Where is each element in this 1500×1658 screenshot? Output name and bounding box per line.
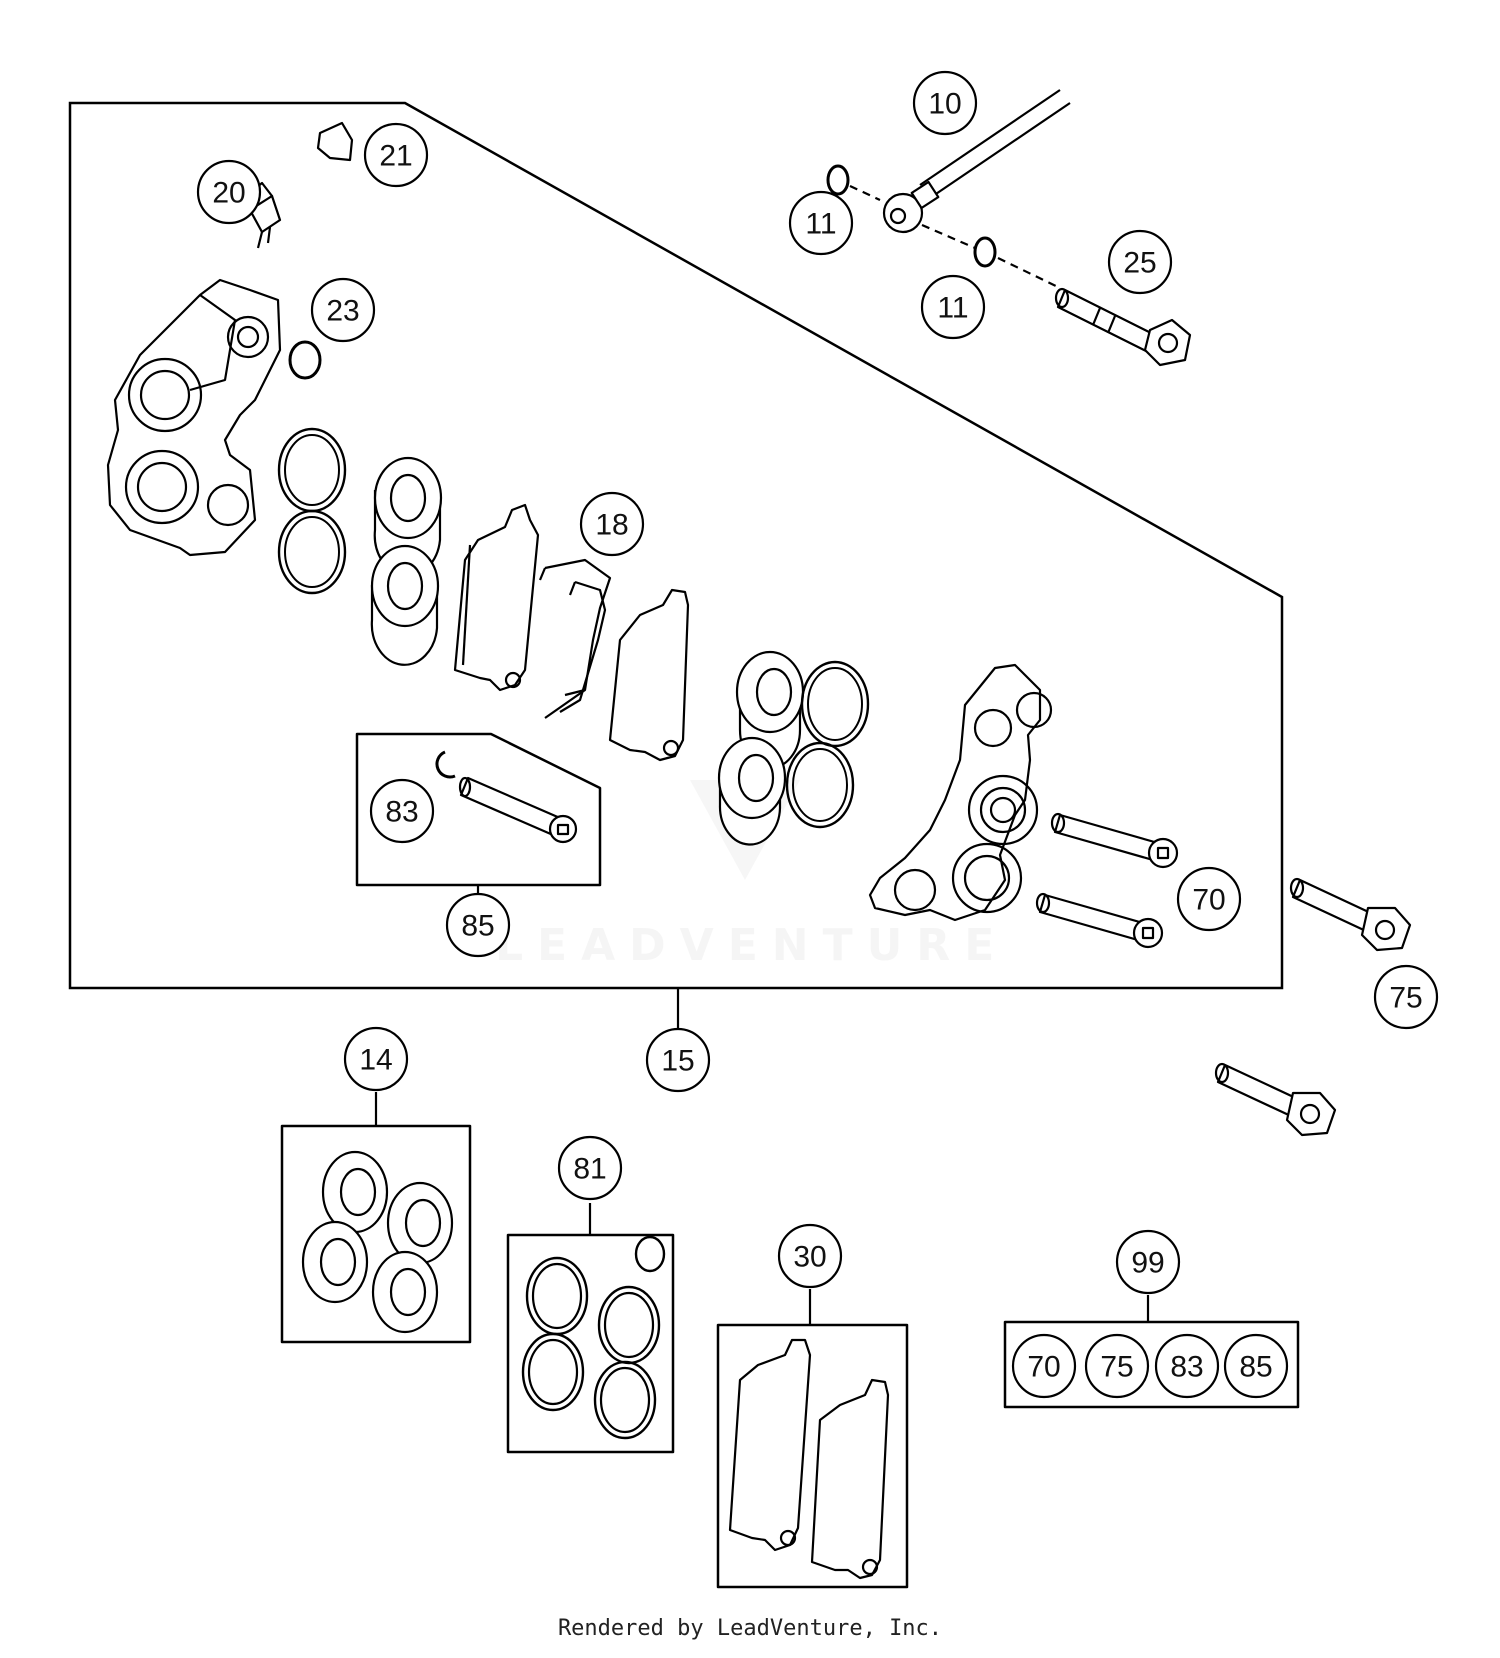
watermark-text: LEADVENTURE <box>495 920 1008 971</box>
kit-item-70: 70 <box>1027 1351 1060 1384</box>
kit-item-83: 83 <box>1170 1351 1203 1384</box>
footer-credit: Rendered by LeadVenture, Inc. <box>557 1616 943 1641</box>
piston <box>717 736 787 846</box>
piston <box>370 544 440 666</box>
callout-81: 81 <box>573 1153 606 1186</box>
callout-30: 30 <box>793 1241 826 1274</box>
piston-seal <box>277 509 347 595</box>
caliper-half-right <box>868 663 1053 922</box>
piston <box>321 1150 389 1234</box>
callout-83: 83 <box>385 796 418 829</box>
piston <box>386 1181 454 1265</box>
pad-spring <box>538 558 612 719</box>
caliper-bolt <box>1050 812 1179 869</box>
brake-pad-kit-box <box>716 1323 909 1589</box>
caliper-bolt <box>1035 892 1164 949</box>
pad-pin-kit-box <box>355 732 602 887</box>
assembly-15-outline <box>68 101 1284 990</box>
piston-seal <box>277 427 347 513</box>
banjo-bolt <box>1054 287 1192 367</box>
pad-pin <box>458 776 578 844</box>
callout-75: 75 <box>1389 982 1422 1015</box>
piston-seal <box>800 660 870 748</box>
callout-99: 99 <box>1131 1247 1164 1280</box>
piston <box>371 1250 439 1334</box>
callout-18: 18 <box>595 509 628 542</box>
caliper-half-left <box>106 278 282 557</box>
o-ring <box>288 340 322 380</box>
callout-15: 15 <box>661 1045 694 1078</box>
sealing-washer-lower <box>973 236 997 268</box>
callout-11: 11 <box>937 292 968 325</box>
hardware-kit-box <box>1003 1320 1300 1409</box>
sealing-washer-upper <box>826 164 850 196</box>
kit-item-85: 85 <box>1239 1351 1272 1384</box>
piston-seal <box>785 741 855 829</box>
callout-85: 85 <box>461 910 494 943</box>
kit-item-75: 75 <box>1100 1351 1133 1384</box>
callout-23: 23 <box>326 295 359 328</box>
brake-caliper-exploded-diagram: LEADVENTURE <box>68 70 1439 1589</box>
brake-hose <box>882 89 1071 234</box>
brake-pad <box>608 588 690 762</box>
callout-21: 21 <box>379 140 412 173</box>
piston <box>301 1220 369 1304</box>
pad-pin-clip <box>435 750 456 779</box>
mounting-bolt <box>1289 877 1412 952</box>
callout-25: 25 <box>1123 247 1156 280</box>
mounting-bolt <box>1214 1062 1337 1137</box>
callout-10: 10 <box>928 88 961 121</box>
callout-11: 11 <box>805 208 836 241</box>
callout-70: 70 <box>1192 884 1225 917</box>
callout-14: 14 <box>359 1044 392 1077</box>
callout-20: 20 <box>212 177 245 210</box>
bleeder-cap <box>316 121 354 162</box>
